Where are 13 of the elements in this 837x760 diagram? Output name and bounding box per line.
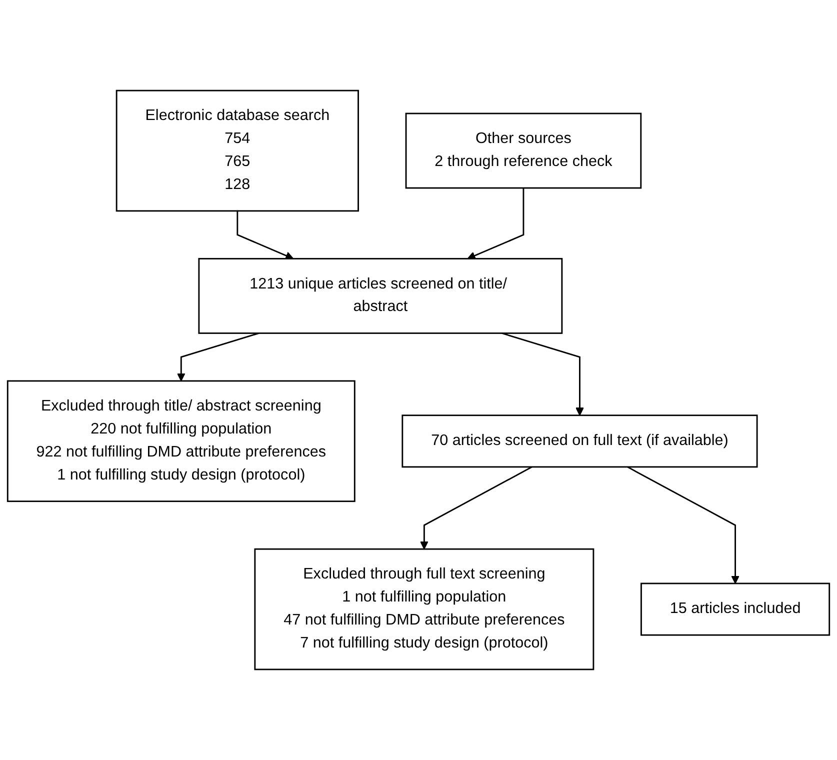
node-box: 70 articles screened on full text (if available) xyxy=(402,414,758,468)
node-box: 1213 unique articles screened on title/ abstract xyxy=(198,258,563,334)
arrow xyxy=(236,210,294,260)
node-box: 15 articles included xyxy=(640,582,830,636)
node-box: Excluded through full text screening 1 not fulfilling population 47 not fulfilling DMD attribute preferences 7 not fulfilling study design (protocol) xyxy=(254,548,594,670)
node-box: Excluded through title/ abstract screening 220 not fulfilling population 922 not fulfilling DMD attribute preferences 1 not fulfilling study design (protocol) xyxy=(6,380,356,502)
arrow xyxy=(627,466,740,584)
node-box: Electronic database search 754 765 128 xyxy=(116,90,359,212)
arrow xyxy=(420,466,532,550)
arrow xyxy=(502,332,584,416)
arrow xyxy=(176,332,260,382)
arrow xyxy=(467,188,524,260)
node-box: Other sources 2 through reference check xyxy=(405,112,642,189)
